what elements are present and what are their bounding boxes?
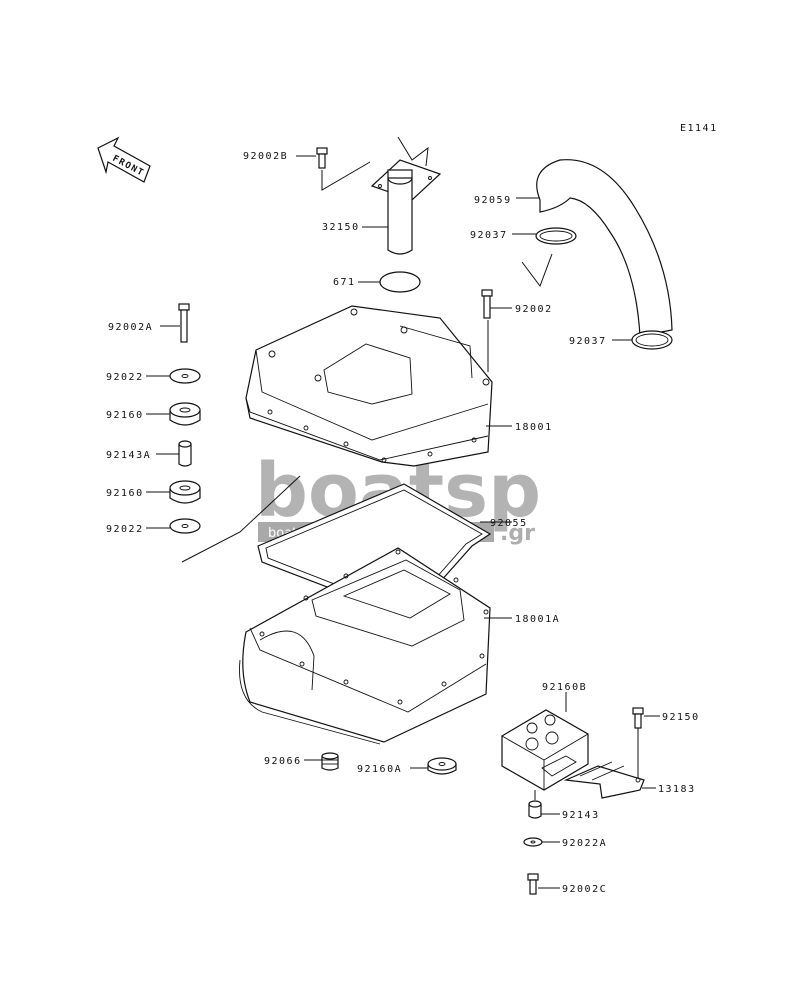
label-92066: 92066 — [264, 756, 302, 767]
collar-92143-icon — [528, 800, 542, 819]
watermark-tld: .gr — [500, 521, 535, 546]
drain-plug-92066-icon — [321, 752, 339, 771]
lower-case-18001a-icon — [239, 547, 491, 745]
o-ring-671-icon — [379, 271, 421, 293]
label-92160b: 92160B — [542, 682, 587, 693]
bolt-92150-icon — [632, 707, 644, 729]
label-92160-mid: 92160 — [106, 488, 144, 499]
collar-92143a-icon — [178, 440, 192, 467]
clamp-92037-bottom-icon — [631, 330, 673, 350]
label-92037-bottom: 92037 — [569, 336, 607, 347]
bolt-92002-icon — [481, 289, 493, 319]
label-92002a: 92002A — [108, 322, 153, 333]
label-92002c: 92002C — [562, 884, 607, 895]
label-92022a: 92022A — [562, 838, 607, 849]
bracket-13183-icon — [563, 761, 645, 799]
hose-92059-icon — [536, 159, 673, 337]
label-92037-top: 92037 — [470, 230, 508, 241]
label-92022-mid: 92022 — [106, 524, 144, 535]
label-92059: 92059 — [474, 195, 512, 206]
label-18001a: 18001A — [515, 614, 560, 625]
label-671: 671 — [333, 277, 356, 288]
label-92002: 92002 — [515, 304, 553, 315]
bolt-92002a-icon — [178, 303, 190, 343]
filler-tube-32150-icon — [370, 159, 442, 255]
clamp-92037-top-icon — [535, 227, 577, 245]
label-92150: 92150 — [662, 712, 700, 723]
label-92143a: 92143A — [106, 450, 151, 461]
label-13183: 13183 — [658, 784, 696, 795]
label-92160a: 92160A — [357, 764, 402, 775]
washer-92022-mid-icon — [169, 518, 201, 534]
washer-92022-top-icon — [169, 368, 201, 384]
washer-92022a-icon — [523, 837, 543, 847]
bolt-92002b-icon — [316, 147, 328, 169]
washer-92160a-icon — [427, 757, 457, 775]
grommet-92160-top-icon — [169, 402, 201, 426]
label-92022-top: 92022 — [106, 372, 144, 383]
upper-case-18001-icon — [245, 305, 493, 467]
label-92143: 92143 — [562, 810, 600, 821]
grommet-92160-mid-icon — [169, 480, 201, 504]
label-92002b: 92002B — [243, 151, 288, 162]
label-92055: 92055 — [490, 518, 528, 529]
bolt-92002c-icon — [527, 873, 539, 895]
diagram-code: E1141 — [680, 123, 718, 134]
label-92160-top: 92160 — [106, 410, 144, 421]
damper-92160b-icon — [501, 709, 589, 791]
label-18001: 18001 — [515, 422, 553, 433]
label-32150: 32150 — [322, 222, 360, 233]
front-arrow-icon: FRONT — [97, 136, 151, 183]
